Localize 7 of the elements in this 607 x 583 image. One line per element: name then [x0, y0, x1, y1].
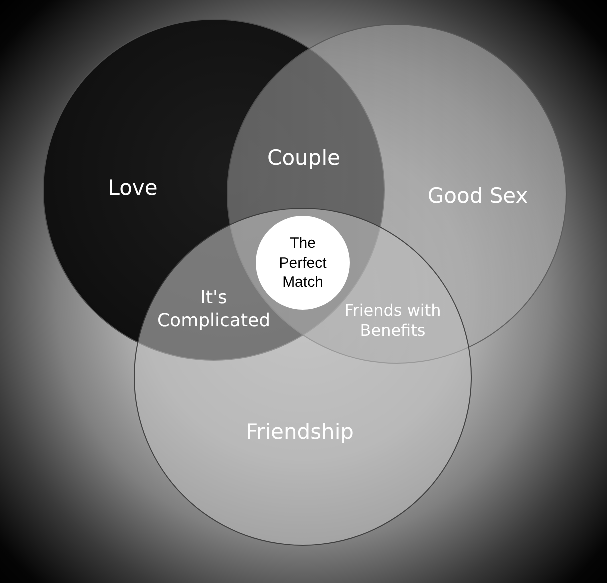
circle-label: Good Sex [428, 182, 528, 210]
circle-label: The Perfect Match [278, 234, 328, 292]
circle-label: Love [108, 174, 158, 202]
overlap-label: Friends with Benefits [344, 301, 442, 341]
overlap-label: It's Complicated [156, 288, 272, 332]
circle-label: Friendship [246, 418, 354, 446]
overlap-label: Couple [268, 144, 340, 172]
